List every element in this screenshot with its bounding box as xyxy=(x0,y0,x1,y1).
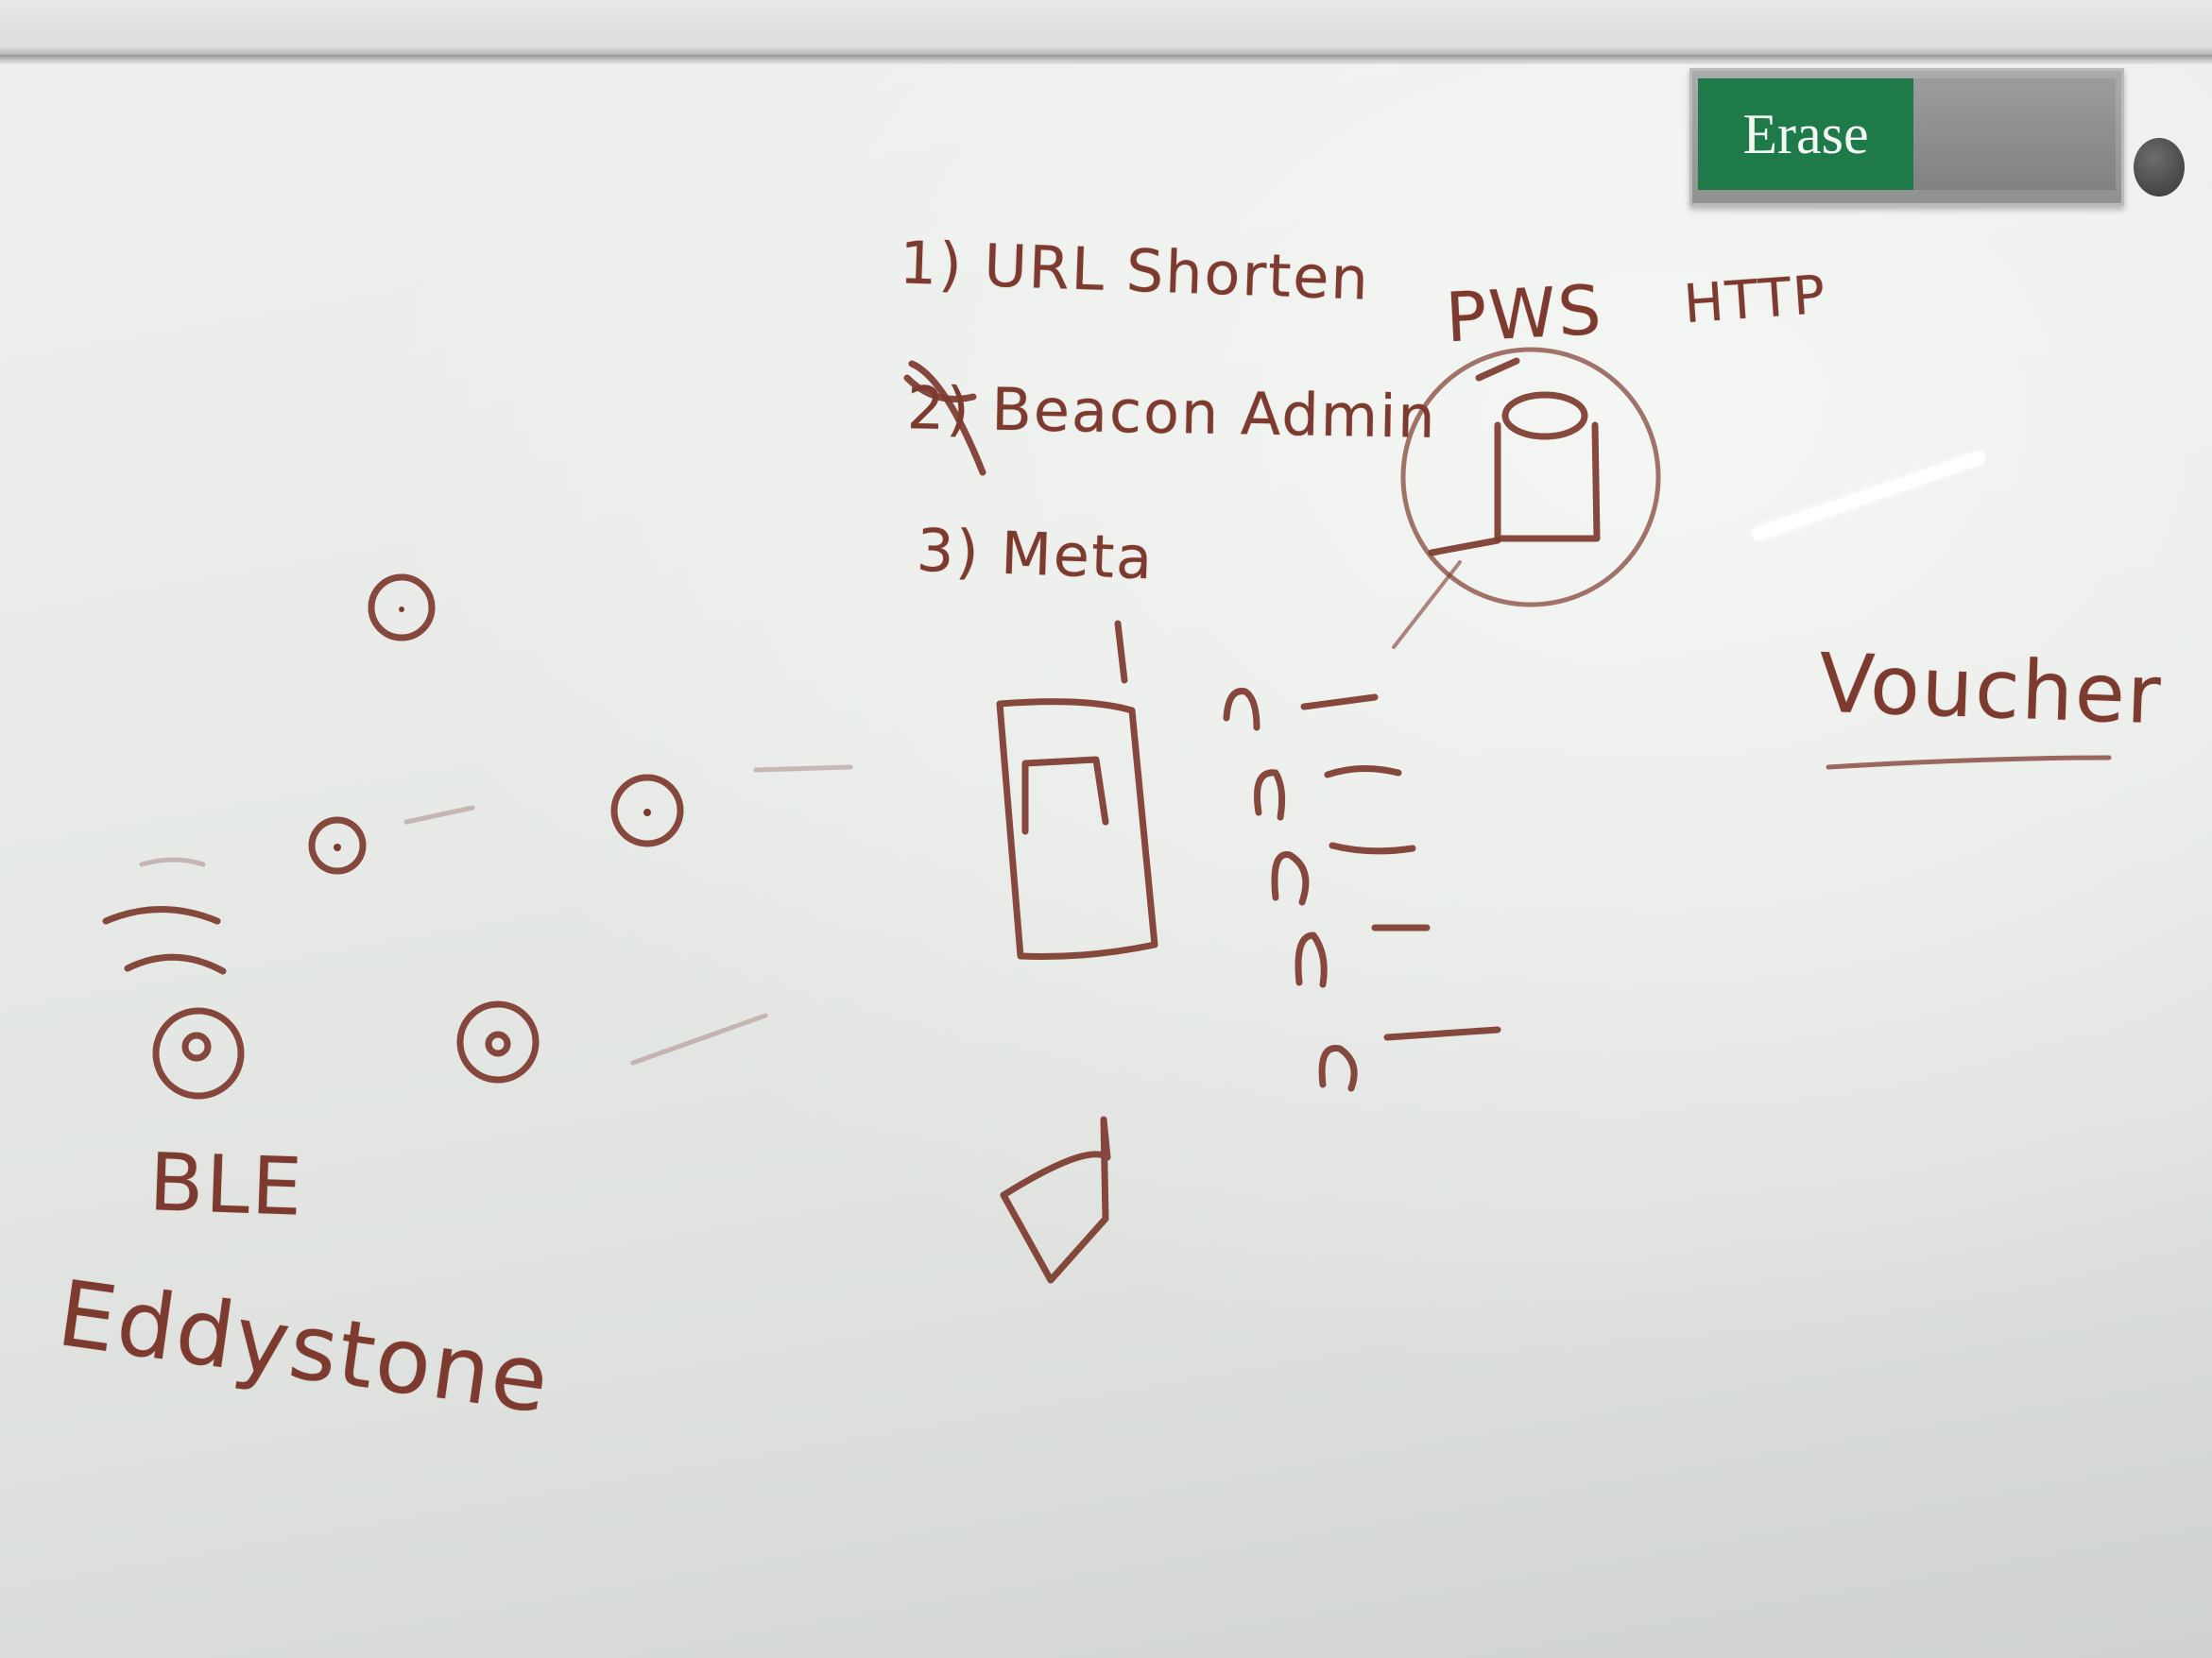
beacon-circle-bottom-right xyxy=(456,1000,540,1084)
list-item-2: 2) Beacon Admin xyxy=(906,373,1438,452)
http-label: HTTP xyxy=(1681,264,1829,336)
scribble-mark xyxy=(903,374,977,402)
erase-slider[interactable]: Erase xyxy=(1689,68,2124,206)
list-item-3: 3) Meta xyxy=(915,515,1156,593)
erase-label: Erase xyxy=(1698,78,1913,190)
server-circle-sketch xyxy=(1392,347,1661,649)
voucher-underline xyxy=(1826,755,2112,770)
notification-list-sketch xyxy=(1223,688,1501,1092)
diamond-sketch xyxy=(1000,1116,1111,1284)
signal-waves xyxy=(102,857,227,975)
faint-line xyxy=(403,805,475,825)
voucher-label: Voucher xyxy=(1817,636,2164,744)
phone-sketch xyxy=(996,620,1158,960)
erase-slider-knob[interactable] xyxy=(2134,138,2185,197)
erase-slider-track xyxy=(1913,78,2116,190)
pws-label: PWS xyxy=(1443,269,1605,358)
faint-line xyxy=(753,764,853,773)
faint-line xyxy=(630,1013,768,1066)
beacon-circle-bottom-left xyxy=(152,1007,245,1100)
ble-label: BLE xyxy=(147,1136,306,1234)
beacon-circle-middle-left xyxy=(308,816,367,875)
whiteboard-top-frame xyxy=(0,0,2212,59)
whiteboard-top-rail xyxy=(0,55,2212,64)
beacon-circle-top xyxy=(368,573,436,641)
beacon-circle-middle-right xyxy=(610,774,684,847)
